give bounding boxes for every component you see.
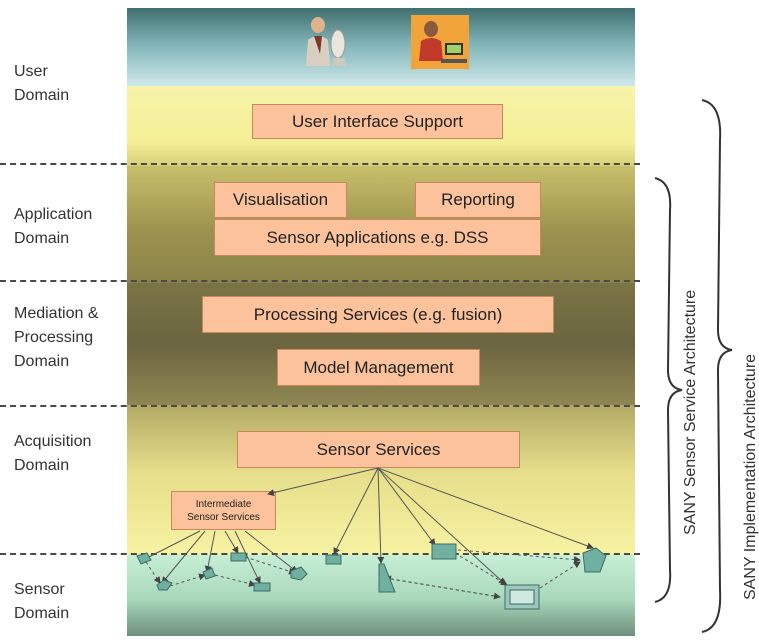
sensor-services-box: Sensor Services (237, 431, 520, 468)
sensor-shape-11 (582, 547, 607, 573)
sensor-shape-4 (230, 552, 247, 562)
intermediate-label-line2: Sensor Services (187, 511, 260, 523)
separator-mediation-acquisition (0, 405, 640, 407)
reporting-box: Reporting (415, 182, 541, 218)
separator-user-application (0, 163, 640, 165)
domain-label-application: Application Domain (14, 206, 93, 247)
separator-acquisition-sensor (0, 553, 640, 555)
domain-label-user: User Domain (14, 63, 70, 104)
sensor-shape-10-screen (509, 589, 535, 605)
sensor-shape-2 (156, 579, 173, 591)
implementation-architecture-brace (701, 99, 733, 633)
sensor-applications-box: Sensor Applications e.g. DSS (214, 219, 541, 256)
service-architecture-brace (654, 177, 683, 603)
separator-application-mediation (0, 280, 640, 282)
user-person-icon (300, 14, 350, 70)
sensor-shape-8 (378, 563, 396, 593)
intermediate-sensor-services-box: Intermediate Sensor Services (171, 491, 276, 530)
sensor-shape-1 (136, 552, 152, 565)
sensor-shape-7 (325, 554, 342, 565)
implementation-architecture-label: SANY Implementation Architecture (742, 353, 759, 600)
user-computer-icon (411, 15, 469, 69)
sensor-shape-9 (431, 543, 457, 560)
sensor-shape-5 (253, 582, 271, 592)
domain-label-sensor: Sensor Domain (14, 581, 70, 622)
service-architecture-label: SANY Sensor Service Architecture (682, 289, 699, 535)
domain-label-acquisition: Acquisition Domain (14, 433, 92, 474)
intermediate-label-line1: Intermediate (195, 498, 252, 510)
user-interface-support-box: User Interface Support (252, 104, 503, 139)
acquisition-band (127, 405, 635, 555)
domain-label-mediation: Mediation & Processing Domain (14, 305, 99, 370)
processing-services-box: Processing Services (e.g. fusion) (202, 296, 554, 333)
visualisation-box: Visualisation (214, 182, 347, 218)
sensor-shape-6 (290, 566, 308, 581)
model-management-box: Model Management (277, 349, 480, 386)
sensor-shape-3 (202, 567, 216, 580)
user-band (127, 8, 635, 86)
